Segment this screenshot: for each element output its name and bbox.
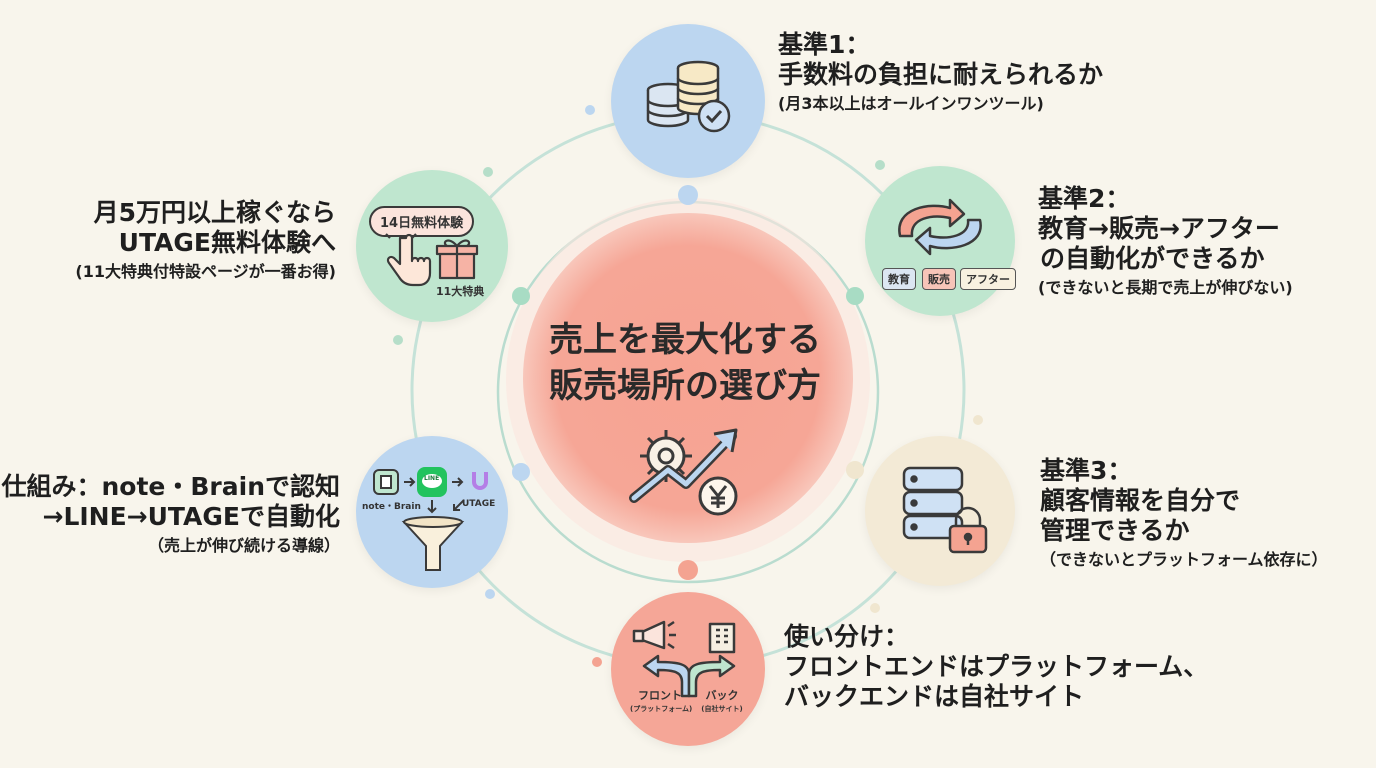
- criteria-3-line2: 管理できるか: [1040, 516, 1190, 545]
- tap-gift-icon: [385, 233, 479, 287]
- criteria-2-heading: 基準2：: [1038, 184, 1131, 213]
- label-utage: UTAGE: [462, 499, 496, 509]
- trial-note: (11大特典付特設ページが一番お得): [75, 262, 336, 281]
- ring-dot: [678, 560, 698, 580]
- center-title-line1: 売上を最大化する: [549, 320, 821, 360]
- criteria-2-line1: 教育→販売→アフター: [1038, 214, 1280, 243]
- gift-label: 11大特典: [436, 285, 485, 298]
- ring-dot: [512, 463, 530, 481]
- usage-heading: 使い分け：: [784, 622, 910, 651]
- tag-education: 教育: [882, 268, 916, 290]
- center-title: 売上を最大化する 販売場所の選び方: [520, 318, 850, 410]
- ring-dot: [846, 287, 864, 305]
- mechanism-note: （売上が伸び続ける導線）: [147, 536, 340, 555]
- criteria-1-text: 基準1： 手数料の負担に耐えられるか (月3本以上はオールインワンツール): [778, 30, 1103, 113]
- database-lock-icon: [902, 466, 988, 554]
- fork-arrows-icon: [632, 620, 736, 698]
- center-title-line2: 販売場所の選び方: [549, 365, 821, 406]
- criteria-3-line1: 顧客情報を自分で: [1040, 486, 1241, 515]
- cycle-arrows-icon: [898, 198, 982, 256]
- trial-badge: 14日無料体験: [369, 206, 475, 237]
- back-label: バック (自社サイト): [701, 689, 743, 714]
- tag-sales: 販売: [922, 268, 956, 290]
- trial-text: 月5万円以上稼ぐなら UTAGE無料体験へ (11大特典付特設ページが一番お得): [75, 198, 336, 281]
- criteria-2-text: 基準2： 教育→販売→アフター の自動化ができるか (できないと長期で売上が伸び…: [1038, 184, 1293, 297]
- criteria-2-note: (できないと長期で売上が伸びない): [1038, 278, 1293, 297]
- criteria-3-text: 基準3： 顧客情報を自分で 管理できるか （できないとプラットフォーム依存に）: [1040, 456, 1328, 569]
- coin-stack-check-icon: [646, 60, 731, 133]
- usage-line1: フロントエンドはプラットフォーム、: [784, 652, 1209, 681]
- mechanism-text: 仕組み：note・Brainで認知 →LINE→UTAGEで自動化 （売上が伸び…: [1, 472, 340, 555]
- ring-dot: [846, 461, 864, 479]
- label-line: LINE: [424, 475, 440, 482]
- label-note-brain: note・Brain: [362, 502, 421, 512]
- criteria-1-line1: 手数料の負担に耐えられるか: [778, 60, 1104, 89]
- funnel-icon: [373, 467, 488, 571]
- trial-line1: 月5万円以上稼ぐなら: [93, 198, 336, 227]
- criteria-1-note: (月3本以上はオールインワンツール): [778, 94, 1044, 113]
- center-circle: [523, 213, 853, 543]
- gear-growth-yen-icon: [629, 428, 738, 516]
- tag-after: アフター: [960, 268, 1016, 290]
- ring-dot: [512, 287, 530, 305]
- usage-line2: バックエンドは自社サイト: [784, 682, 1085, 711]
- criteria-3-note: （できないとプラットフォーム依存に）: [1040, 550, 1328, 569]
- trial-node: [356, 170, 508, 322]
- criteria-2-line2: の自動化ができるか: [1040, 244, 1265, 273]
- ring-dot: [678, 185, 698, 205]
- trial-line2: UTAGE無料体験へ: [118, 228, 336, 257]
- front-label: フロント (プラットフォーム): [630, 689, 693, 714]
- mechanism-line2: →LINE→UTAGEで自動化: [42, 502, 341, 531]
- mechanism-line1: 仕組み：note・Brainで認知: [1, 472, 340, 501]
- criteria-3-heading: 基準3：: [1040, 456, 1133, 485]
- usage-text: 使い分け： フロントエンドはプラットフォーム、 バックエンドは自社サイト: [784, 622, 1208, 712]
- criteria-1-heading: 基準1：: [778, 30, 871, 59]
